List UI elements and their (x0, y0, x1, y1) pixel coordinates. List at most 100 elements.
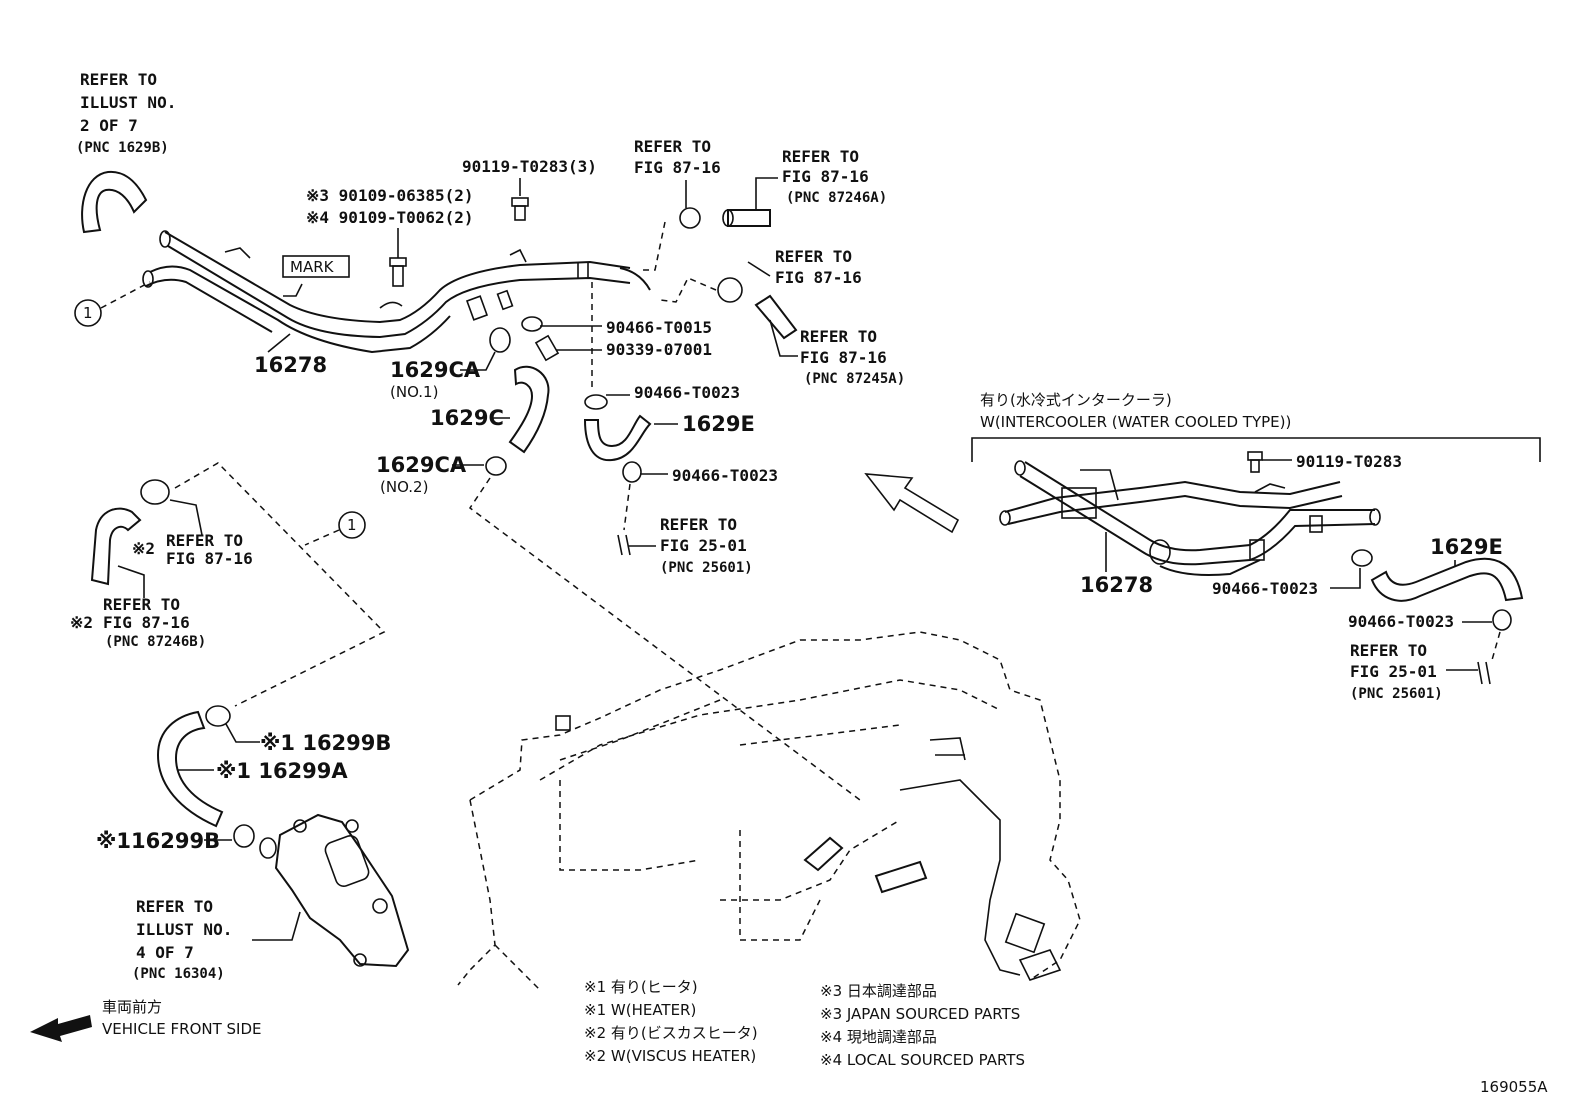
hose-ref-g (90, 507, 142, 586)
hose-16299b-top-label: ※1 16299B (260, 731, 391, 755)
dash-1629ca-engine (468, 477, 861, 801)
front-side-indicator: 車両前方 VEHICLE FRONT SIDE (30, 998, 262, 1042)
hose-16299b-bot-label: ※116299B (96, 829, 220, 853)
ref-e-pnc: (PNC 25601) (660, 560, 753, 576)
hose-ref-d (754, 294, 798, 340)
refer-illust-2-l2: ILLUST NO. (80, 93, 176, 112)
refer-illust-4-l2: ILLUST NO. (136, 920, 232, 939)
ic-hose-1629e (1370, 557, 1524, 602)
ref-e-l1: REFER TO (660, 515, 737, 534)
ic-hose-label: 1629E (1430, 535, 1503, 559)
clamp-t0023-a-icon (584, 394, 608, 410)
clamp-1629ca-no1-icon (489, 327, 511, 353)
ref-f-l2: FIG 87-16 (166, 549, 253, 568)
front-jp-label: 車両前方 (102, 998, 162, 1016)
refer-illust-2-l1: REFER TO (80, 70, 157, 89)
water-outlet-housing (252, 813, 410, 968)
ic-dash-ref (1491, 631, 1501, 661)
ic-ref-l2: FIG 25-01 (1350, 662, 1437, 681)
upper-hose-ref (81, 170, 148, 234)
ic-pipe-label: 16278 (1080, 573, 1153, 597)
legend-item: ※4 現地調達部品 (820, 1028, 937, 1046)
ref-d-leader (769, 319, 798, 357)
ref-b-pnc: (PNC 87246A) (786, 190, 887, 206)
pipe-16278-leader (267, 333, 291, 353)
ref-circle-1b-icon (338, 511, 366, 539)
refer-illust-4-pnc: (PNC 16304) (132, 966, 225, 982)
dash-ref-e (623, 483, 631, 531)
ref-f-l1: REFER TO (166, 531, 243, 550)
ref-b-l2: FIG 87-16 (782, 167, 869, 186)
bolt-top-label: 90119-T0283(3) (462, 157, 597, 176)
ic-bolt-label: 90119-T0283 (1296, 452, 1402, 471)
ref-a-callout: REFER TO FIG 87-16 (634, 137, 721, 177)
ref-g-l1: REFER TO (103, 595, 180, 614)
ic-clamp-b-icon (1492, 609, 1512, 631)
hose-1629c (508, 365, 550, 454)
legend: ※1 有り(ヒータ) ※1 W(HEATER) ※2 有り(ビスカスヒータ) ※… (584, 978, 1025, 1069)
plug-07001-label: 90339-07001 (606, 340, 712, 359)
ref-g-l2: FIG 87-16 (103, 613, 190, 632)
ref-e-l2: FIG 25-01 (660, 536, 747, 555)
ic-pipe-16278 (999, 460, 1381, 576)
legend-item: ※2 W(VISCUS HEATER) (584, 1047, 756, 1065)
clamp-t0023-a-label: 90466-T0023 (634, 383, 740, 402)
hose-16299a (156, 710, 224, 828)
ic-clamp-b-label: 90466-T0023 (1348, 612, 1454, 631)
stud-bolt-icon (389, 257, 407, 287)
legend-item: ※4 LOCAL SOURCED PARTS (820, 1051, 1025, 1069)
hose-1629e-label: 1629E (682, 412, 755, 436)
dash-left-loop (174, 462, 386, 707)
refer-illust-2-callout: REFER TO ILLUST NO. 2 OF 7 (PNC 1629B) (76, 70, 176, 156)
dash-circle1b (304, 529, 340, 546)
figure-id: 169055A (1480, 1078, 1548, 1096)
hose-1629ca-no2-sub: (NO.2) (380, 478, 428, 496)
clamp-1629ca-no2-icon (485, 456, 507, 476)
hose-ref-b (727, 209, 771, 227)
refer-illust-2-pnc: (PNC 1629B) (76, 140, 169, 156)
ref-c-l1: REFER TO (775, 247, 852, 266)
bolt-top-icon (511, 197, 529, 221)
legend-item: ※3 JAPAN SOURCED PARTS (820, 1005, 1020, 1023)
legend-item: ※3 日本調達部品 (820, 982, 937, 1000)
hose-16299a-label: ※1 16299A (216, 759, 348, 783)
hose-1629ca-no1-leader (460, 351, 496, 371)
intercooler-bracket (971, 437, 1541, 462)
refer-illust-4-l1: REFER TO (136, 897, 213, 916)
clamp-ref-a-icon (679, 207, 701, 229)
ref-d-callout: REFER TO FIG 87-16 (PNC 87245A) (800, 327, 905, 387)
ref-c-l2: FIG 87-16 (775, 268, 862, 287)
dash-ref-c (659, 277, 717, 303)
clamp-16299b-bot-icon (233, 824, 255, 848)
ic-clamp-a-leader (1330, 568, 1361, 589)
plug-07001-icon (534, 334, 560, 362)
mark-leader (283, 283, 303, 297)
ref-c-callout: REFER TO FIG 87-16 (775, 247, 862, 287)
refer-illust-4-l3: 4 OF 7 (136, 943, 194, 962)
direction-arrow-icon (864, 473, 960, 534)
ref-g-mark: ※2 (70, 613, 93, 632)
intercooler-en-label: W(INTERCOOLER (WATER COOLED TYPE)) (980, 413, 1291, 431)
ref-f-leader (169, 499, 203, 536)
ref-circle-1b-label: 1 (347, 516, 357, 534)
ref-b-leader (755, 177, 778, 210)
ref-c-leader (747, 261, 771, 277)
ic-bracket (1254, 483, 1286, 493)
ic-ref-pipe-icon (1446, 661, 1491, 685)
front-en-label: VEHICLE FRONT SIDE (102, 1020, 262, 1038)
ic-ref-pnc: (PNC 25601) (1350, 686, 1443, 702)
hose-1629e (583, 414, 652, 462)
note4-bolt-label: ※4 90109-T0062(2) (306, 208, 474, 227)
dash-circle1 (100, 281, 151, 309)
water-pipe-16278 (142, 230, 651, 354)
ref-d-pnc: (PNC 87245A) (804, 371, 905, 387)
ref-d-l2: FIG 87-16 (800, 348, 887, 367)
clamp-ref-f-icon (140, 479, 170, 505)
ref-a-l2: FIG 87-16 (634, 158, 721, 177)
ref-e-callout: REFER TO FIG 25-01 (PNC 25601) (660, 515, 753, 576)
ref-d-l1: REFER TO (800, 327, 877, 346)
legend-item: ※2 有り(ビスカスヒータ) (584, 1024, 758, 1042)
ref-b-l1: REFER TO (782, 147, 859, 166)
legend-item: ※1 有り(ヒータ) (584, 978, 698, 996)
